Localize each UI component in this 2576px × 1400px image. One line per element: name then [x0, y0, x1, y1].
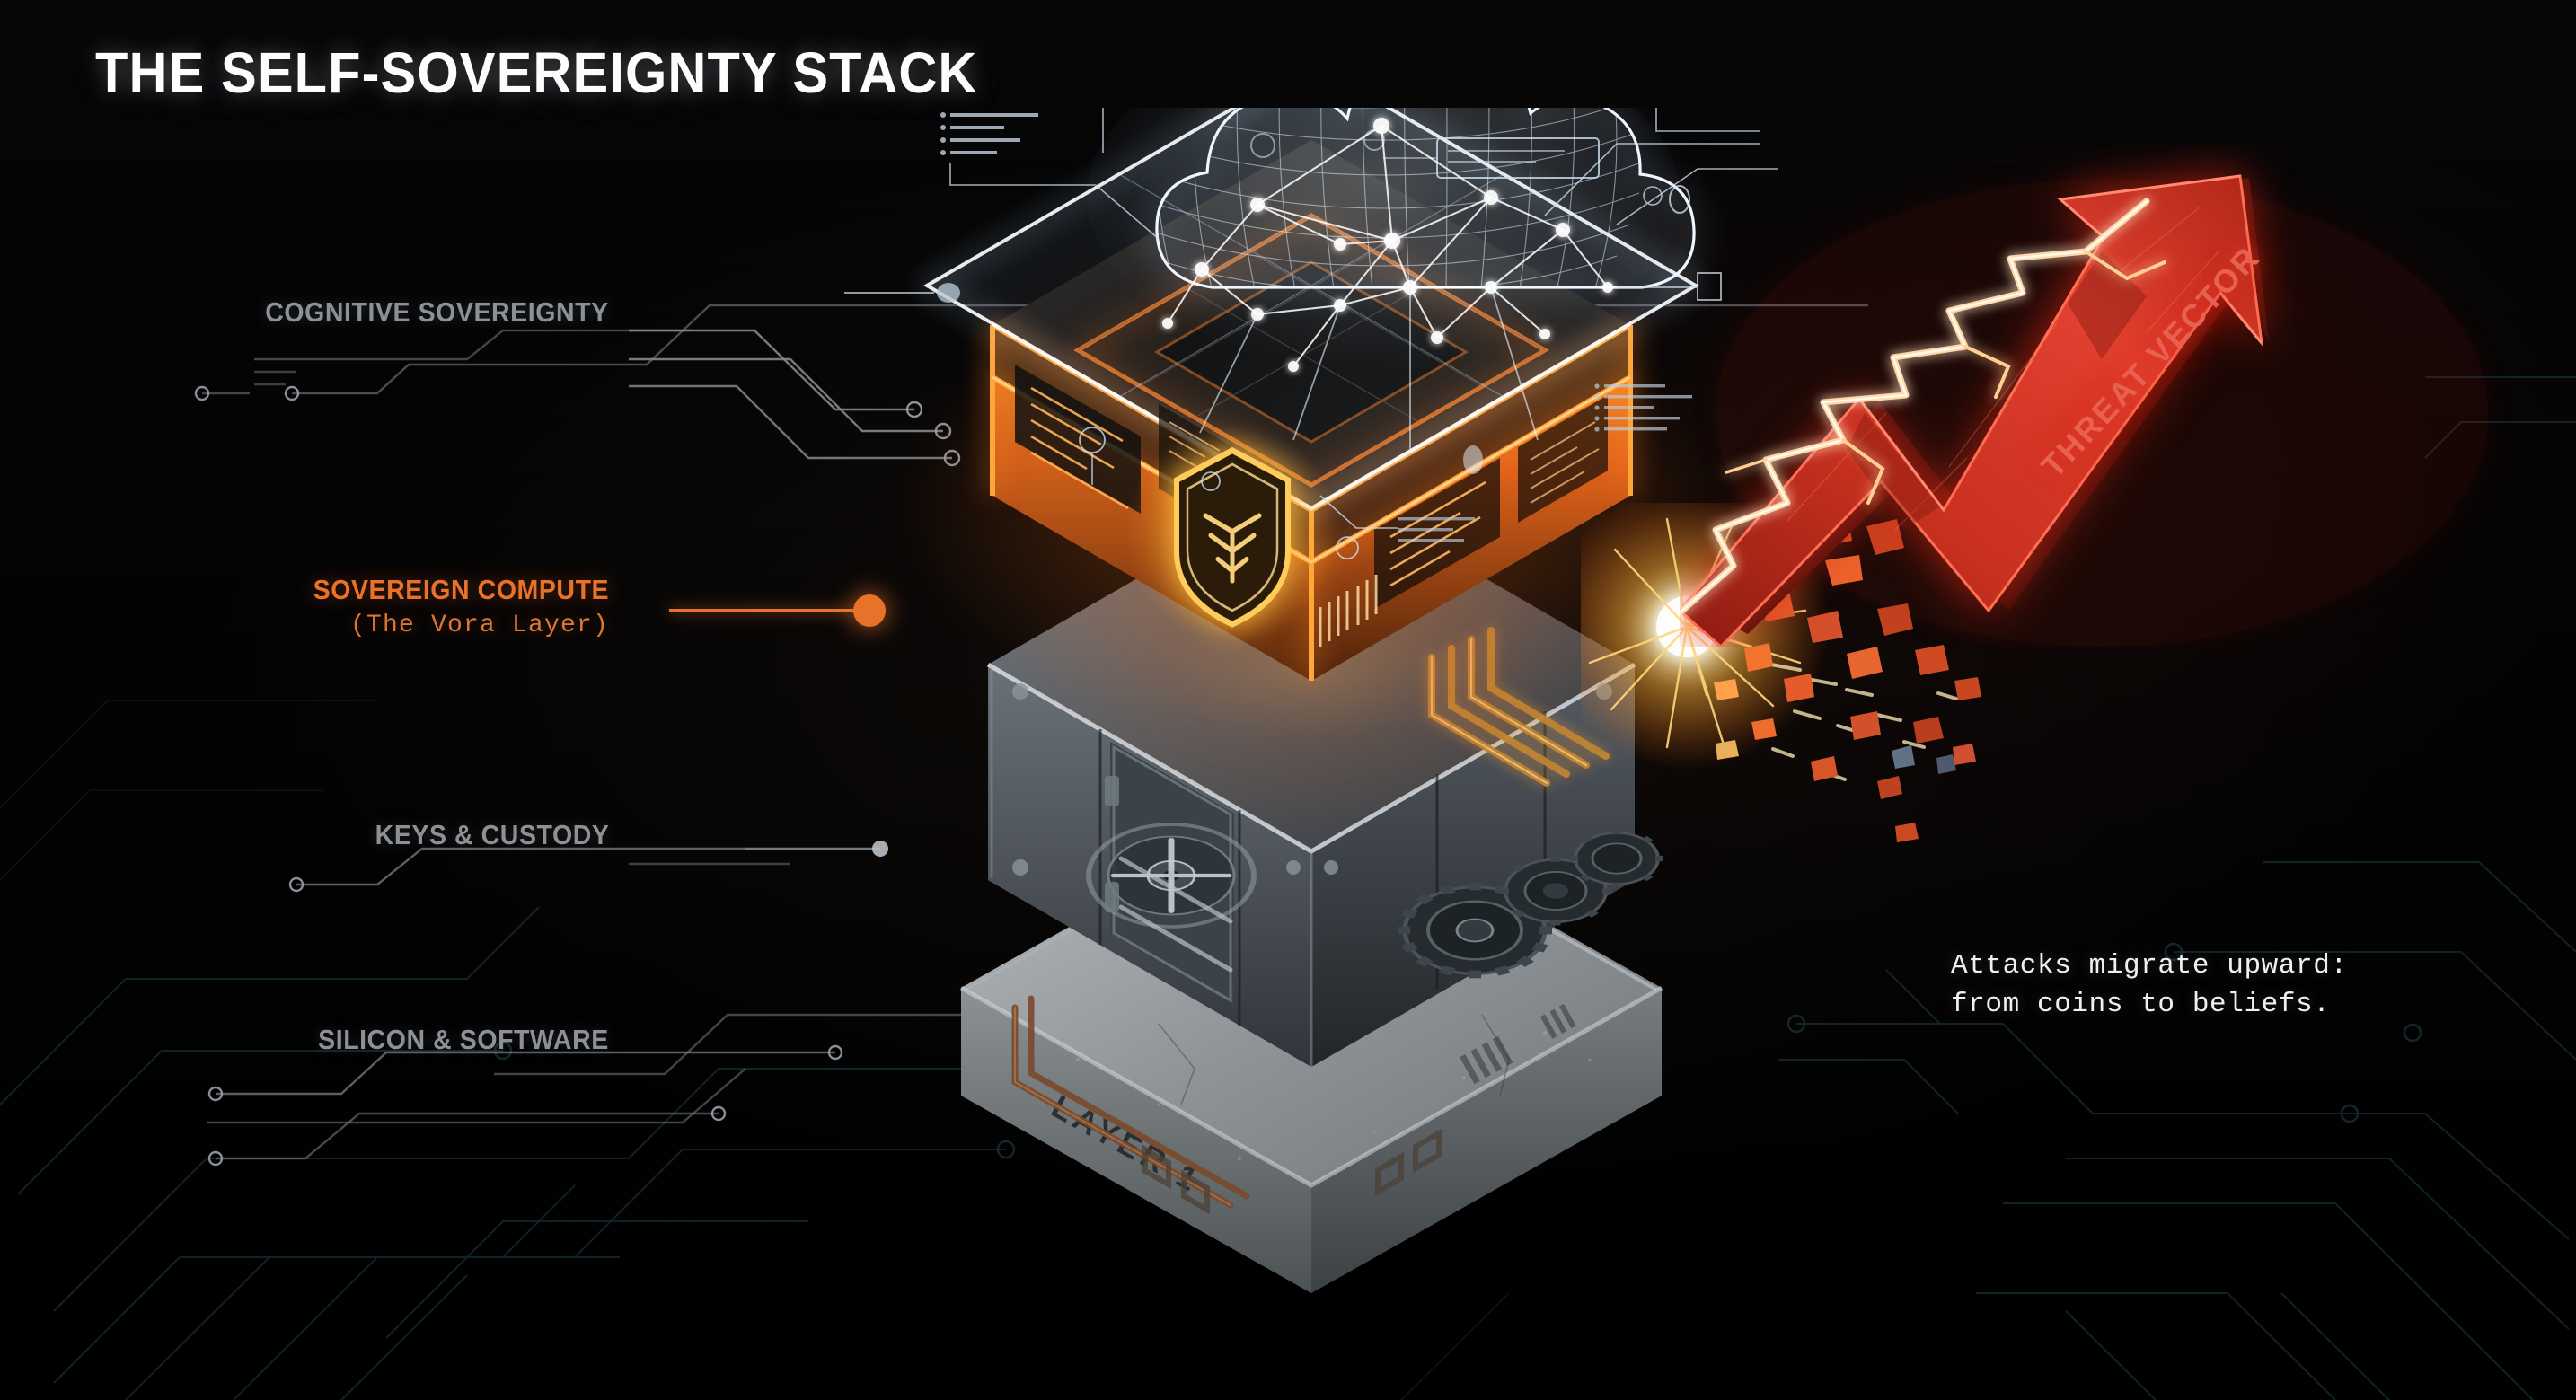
caption-text: Attacks migrate upward: from coins to be…	[1951, 947, 2348, 1025]
shield-emblem-icon	[1125, 426, 1340, 641]
layer-label-text: COGNITIVE SOVEREIGNTY	[265, 296, 609, 328]
compute-right-panels	[1319, 395, 1608, 647]
layer-label-text: SOVEREIGN COMPUTE	[313, 574, 609, 605]
threat-arrow-group	[1658, 144, 2533, 649]
cloud-annotations	[844, 49, 1778, 559]
vault-door	[1086, 742, 1257, 1006]
layer-label-cognitive-sovereignty: COGNITIVE SOVEREIGNTY	[235, 296, 609, 329]
caption-line-2: from coins to beliefs.	[1951, 988, 2331, 1020]
caption-line-1: Attacks migrate upward:	[1951, 950, 2348, 982]
layer-label-text: SILICON & SOFTWARE	[318, 1024, 609, 1055]
gear-cluster-icon	[1398, 829, 1663, 979]
lightning-bolt-icon	[1658, 198, 2166, 632]
layer-sublabel-text: (The Vora Layer)	[349, 612, 609, 639]
layer-label-keys-custody: KEYS & CUSTODY	[355, 819, 609, 851]
layer-cognitive-cloud-hologram	[844, 27, 1778, 559]
cloud-network-links	[1167, 125, 1609, 367]
layer-label-text: KEYS & CUSTODY	[375, 819, 609, 850]
layer-label-sovereign-compute: SOVEREIGN COMPUTE (The Vora Layer)	[287, 574, 609, 639]
self-sovereignty-stack-illustration: LAYER 1	[692, 27, 1931, 1383]
page-title: THE SELF-SOVEREIGNTY STACK	[95, 40, 978, 105]
layer-label-silicon-software: SILICON & SOFTWARE	[293, 1024, 609, 1056]
